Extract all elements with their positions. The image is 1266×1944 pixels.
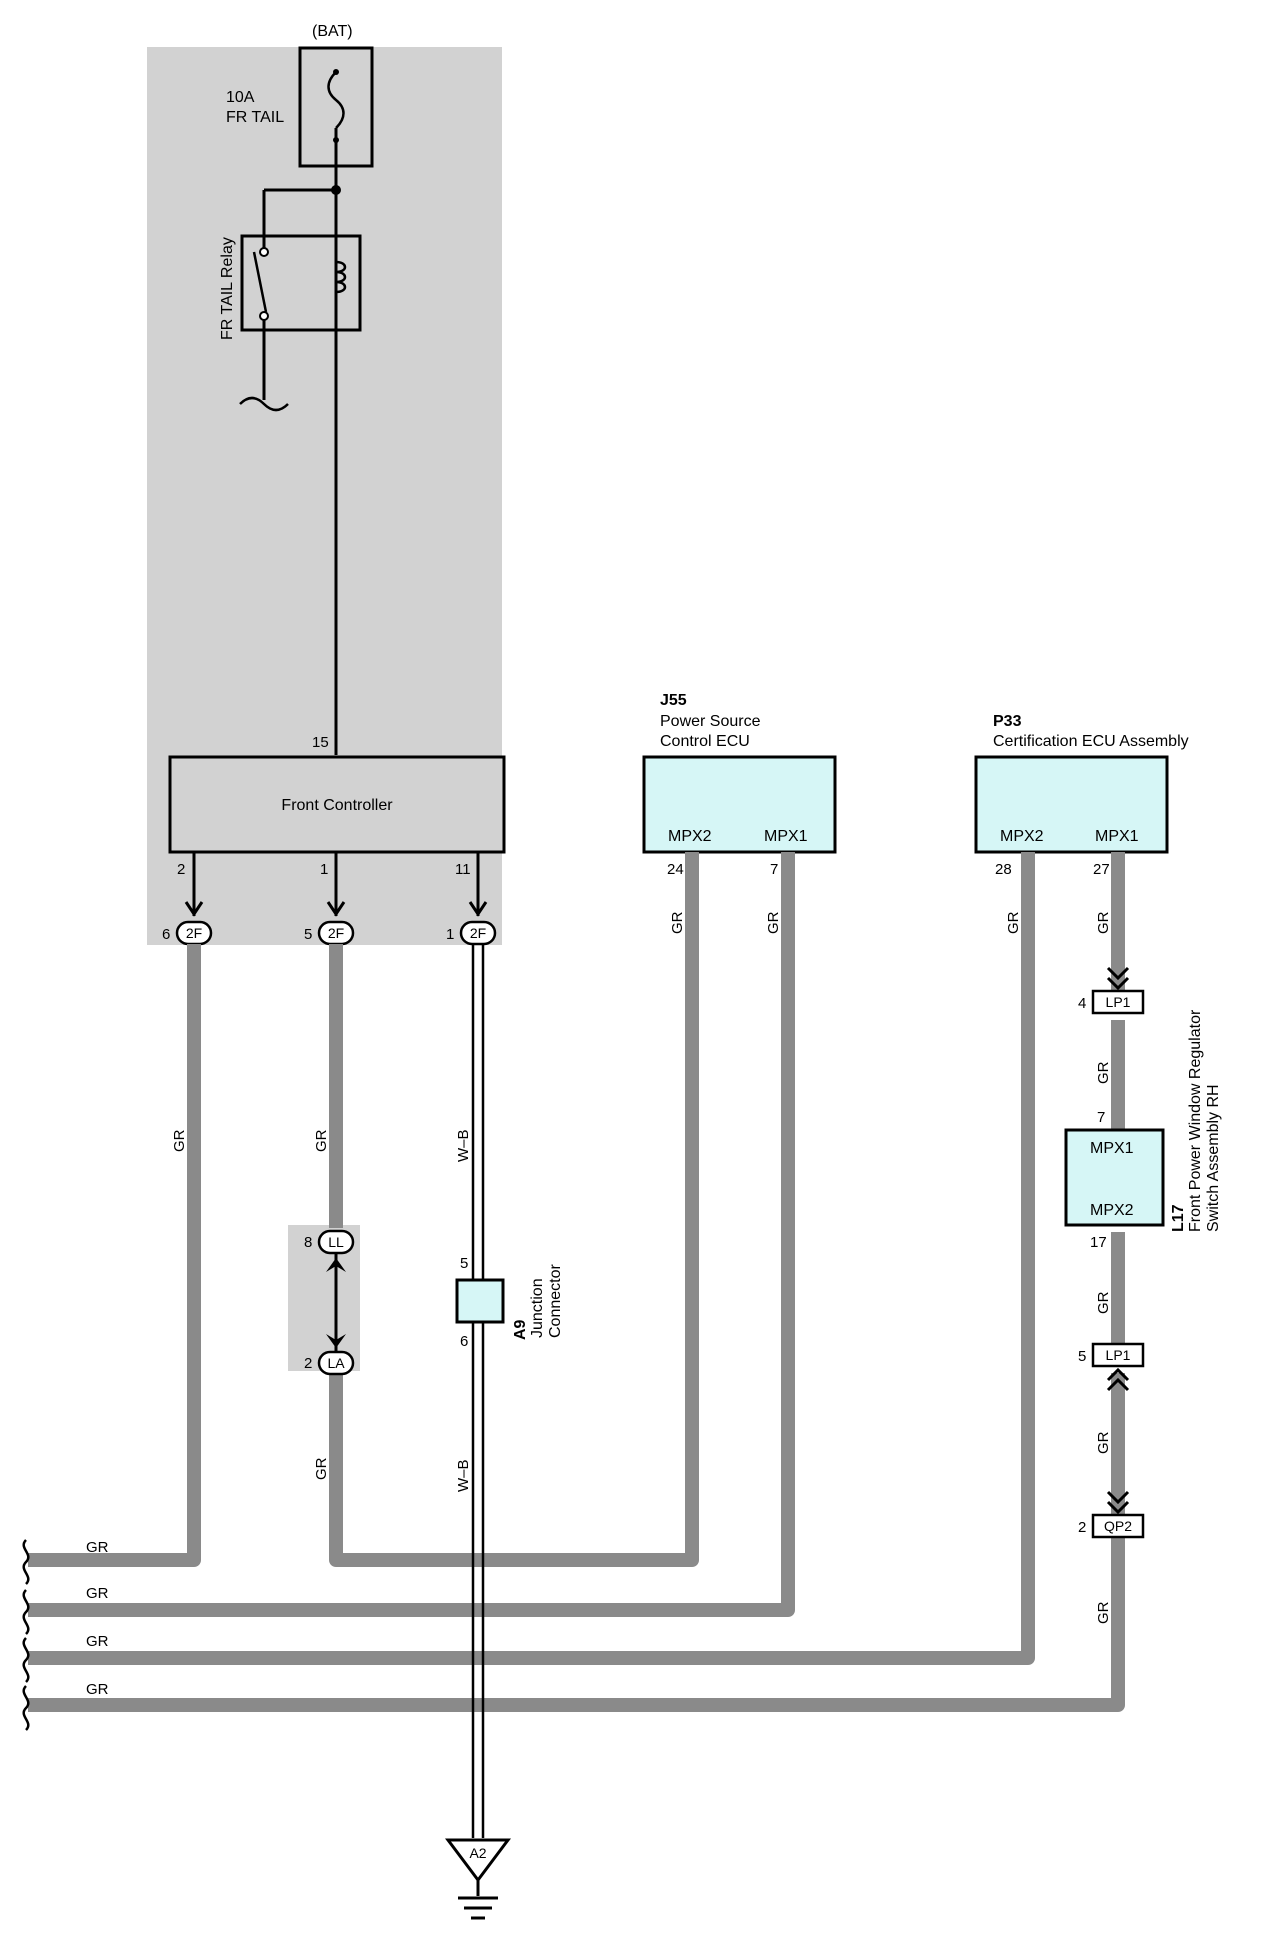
connector-lp1-top (1091, 989, 1145, 1015)
wire-gr-2b (329, 852, 699, 1567)
connector-lp1-bottom-pin: 5 (1078, 1348, 1086, 1365)
l17-pin-17: 17 (1090, 1234, 1107, 1251)
connector-ll-code: LL (328, 1234, 344, 1250)
fuse-icon (327, 71, 345, 129)
a9-junction-connector (455, 1278, 505, 1324)
connector-lp1-bottom (1091, 1342, 1145, 1368)
wire-label-gr-h3: GR (86, 1633, 109, 1650)
j55-term-mpx1: MPX1 (764, 828, 808, 845)
relay-coil-icon (335, 260, 347, 294)
a9-pin-5: 5 (460, 1255, 468, 1272)
ground-connector (445, 1838, 511, 1883)
l17-term-mpx1: MPX1 (1090, 1140, 1134, 1157)
connector-ll-pin: 8 (304, 1234, 312, 1251)
wire-label-gr-7: GR (1095, 911, 1112, 934)
chevron-down-icon (1106, 966, 1130, 991)
wire-label-gr-5: GR (765, 911, 782, 934)
wire-label-gr-11: GR (1095, 1601, 1112, 1624)
connector-2f-a-pin: 6 (162, 926, 170, 943)
l17-name-line2: Switch Assembly RH (1205, 1084, 1222, 1232)
relay-name: FR TAIL Relay (219, 237, 236, 340)
connector-qp2-pin: 2 (1078, 1519, 1086, 1536)
wire-label-wb-2: W–B (455, 1459, 472, 1492)
j55-term-mpx2: MPX2 (668, 828, 712, 845)
l17-switch-box (1064, 1128, 1165, 1227)
l17-code: L17 (1170, 1204, 1187, 1232)
chevron-up-icon (1106, 1367, 1130, 1392)
connector-2f-a-code: 2F (186, 925, 202, 941)
fc-pin-11: 11 (455, 861, 471, 878)
j55-code: J55 (660, 692, 687, 709)
connector-2f-b-code: 2F (328, 925, 344, 941)
connector-lp1-bottom-code: LP1 (1106, 1347, 1131, 1363)
relay-continuation-icon (239, 396, 289, 412)
j55-ecu-box (642, 755, 837, 854)
wire-label-gr-1: GR (171, 1129, 188, 1152)
wire-label-gr-2: GR (313, 1129, 330, 1152)
wire-label-wb-1: W–B (455, 1129, 472, 1162)
wire-label-gr-4: GR (669, 911, 686, 934)
connector-qp2-code: QP2 (1104, 1518, 1132, 1534)
connector-2f-c (459, 920, 497, 946)
fuse-rating: 10A (226, 89, 255, 106)
l17-term-mpx2: MPX2 (1090, 1202, 1134, 1219)
fc-pin-1: 1 (320, 861, 328, 878)
arrow-up-icon (326, 1258, 346, 1272)
relay-switch-icon (252, 251, 268, 313)
wire-label-gr-9: GR (1095, 1291, 1112, 1314)
break-mark-icon (22, 1539, 30, 1585)
p33-pin-28: 28 (995, 861, 1012, 878)
p33-pin-27: 27 (1093, 861, 1110, 878)
a9-name-line2: Connector (547, 1264, 564, 1338)
ground-code: A2 (469, 1845, 486, 1861)
connector-qp2 (1091, 1513, 1145, 1539)
p33-code: P33 (993, 713, 1022, 730)
connector-2f-c-code: 2F (470, 925, 486, 941)
connector-2f-c-pin: 1 (446, 926, 454, 943)
a9-code: A9 (512, 1319, 529, 1340)
wire-gr-5e (28, 1533, 1125, 1712)
wire-label-gr-3: GR (313, 1457, 330, 1480)
p33-term-mpx2: MPX2 (1000, 828, 1044, 845)
front-controller-box (168, 755, 506, 854)
wire-gr-3 (28, 852, 795, 1617)
wire-gr-1 (28, 944, 201, 1567)
connector-lp1-top-code: LP1 (1106, 994, 1131, 1010)
connector-lp1-top-pin: 4 (1078, 995, 1086, 1012)
j55-name-line1: Power Source (660, 713, 761, 730)
connector-2f-b-pin: 5 (304, 926, 312, 943)
front-controller-name: Front Controller (281, 797, 393, 814)
p33-ecu-box (974, 755, 1169, 854)
battery-label: (BAT) (312, 23, 353, 40)
wire-label-gr-h4: GR (86, 1681, 109, 1698)
relay-box (240, 234, 362, 332)
front-controller-pin-15: 15 (312, 734, 329, 751)
connector-la-pin: 2 (304, 1355, 312, 1372)
wire-label-gr-8: GR (1095, 1061, 1112, 1084)
chevron-down-icon-qp2 (1106, 1490, 1130, 1515)
j55-pin-7: 7 (770, 861, 778, 878)
j55-name-line2: Control ECU (660, 733, 750, 750)
wire-gr-4 (28, 852, 1035, 1665)
l17-pin-7: 7 (1097, 1109, 1105, 1126)
arrow-down-icon (326, 1334, 346, 1348)
j55-pin-24: 24 (667, 861, 684, 878)
l17-name-line1: Front Power Window Regulator (1187, 1009, 1204, 1232)
wire-label-gr-6: GR (1005, 911, 1022, 934)
a9-name-line1: Junction (529, 1278, 546, 1338)
p33-name: Certification ECU Assembly (993, 733, 1189, 750)
fc-pin-2: 2 (177, 861, 185, 878)
p33-term-mpx1: MPX1 (1095, 828, 1139, 845)
a9-pin-6: 6 (460, 1333, 468, 1350)
wire-label-gr-10: GR (1095, 1431, 1112, 1454)
wire-label-gr-h1: GR (86, 1539, 109, 1556)
wire-label-gr-h2: GR (86, 1585, 109, 1602)
connector-la-code: LA (327, 1355, 345, 1371)
fuse-name: FR TAIL (226, 109, 284, 126)
